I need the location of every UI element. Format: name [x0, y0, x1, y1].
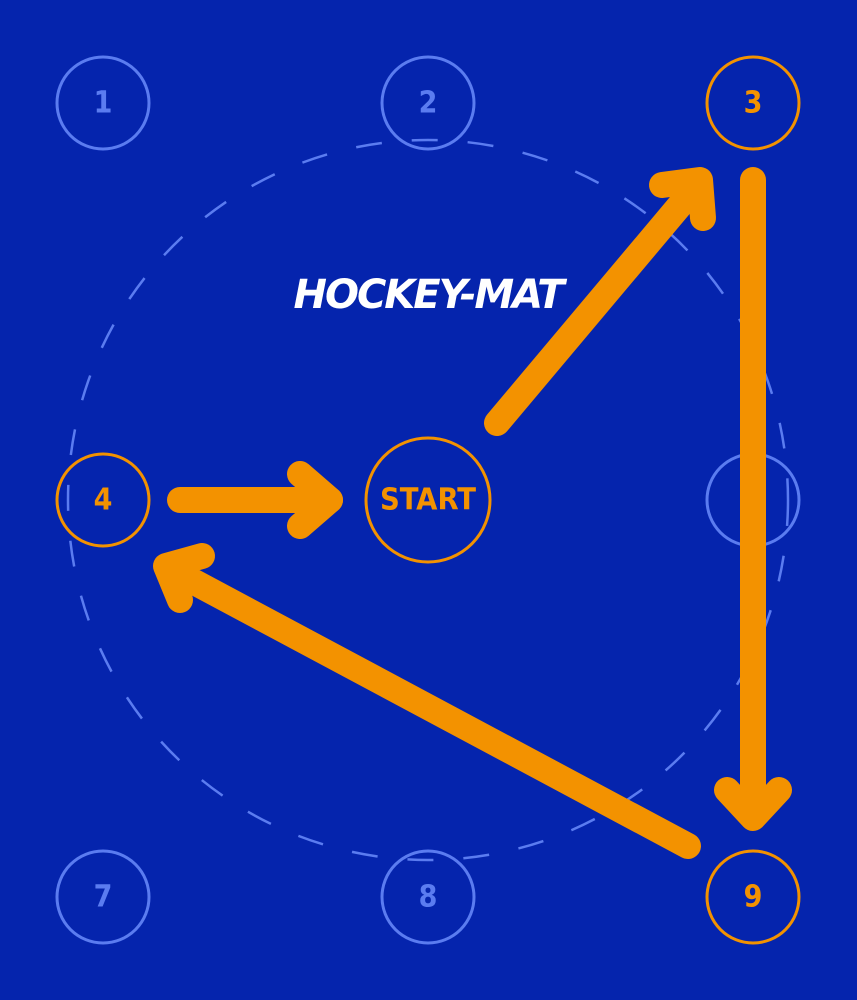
- spot-label: 2: [419, 86, 438, 121]
- spot-label: 3: [744, 86, 763, 121]
- spot-1: 1: [55, 55, 151, 151]
- spot-label: 7: [94, 880, 113, 915]
- spot-circle: [380, 55, 476, 151]
- arrow-start-to-3: [484, 167, 716, 436]
- spot-2: 2: [380, 55, 476, 151]
- center-dashed-circle: [66, 138, 790, 862]
- spot-circle: [705, 849, 801, 945]
- spot-circle: [55, 55, 151, 151]
- arrow-4-to-start: [167, 461, 343, 539]
- spot-circle: [55, 849, 151, 945]
- spot-label: 9: [744, 880, 763, 915]
- spot-3: 3: [705, 55, 801, 151]
- spot-circle: [705, 55, 801, 151]
- spot-start: START: [364, 436, 492, 564]
- spot-4: 4: [55, 452, 151, 548]
- spot-label: 1: [94, 86, 113, 121]
- spot-circle: [364, 436, 492, 564]
- arrow-9-to-4: [153, 543, 701, 859]
- logo: HOCKEY-MAT: [293, 272, 567, 318]
- spot-label: 8: [419, 880, 438, 915]
- spot-8: 8: [380, 849, 476, 945]
- spot-circle: [380, 849, 476, 945]
- spot-circle: [55, 452, 151, 548]
- drill-arrows: [153, 167, 792, 859]
- spot-7: 7: [55, 849, 151, 945]
- spot-9: 9: [705, 849, 801, 945]
- spot-label: 4: [94, 483, 113, 518]
- arrow-3-to-9: [714, 167, 792, 831]
- spot-label: START: [380, 483, 477, 518]
